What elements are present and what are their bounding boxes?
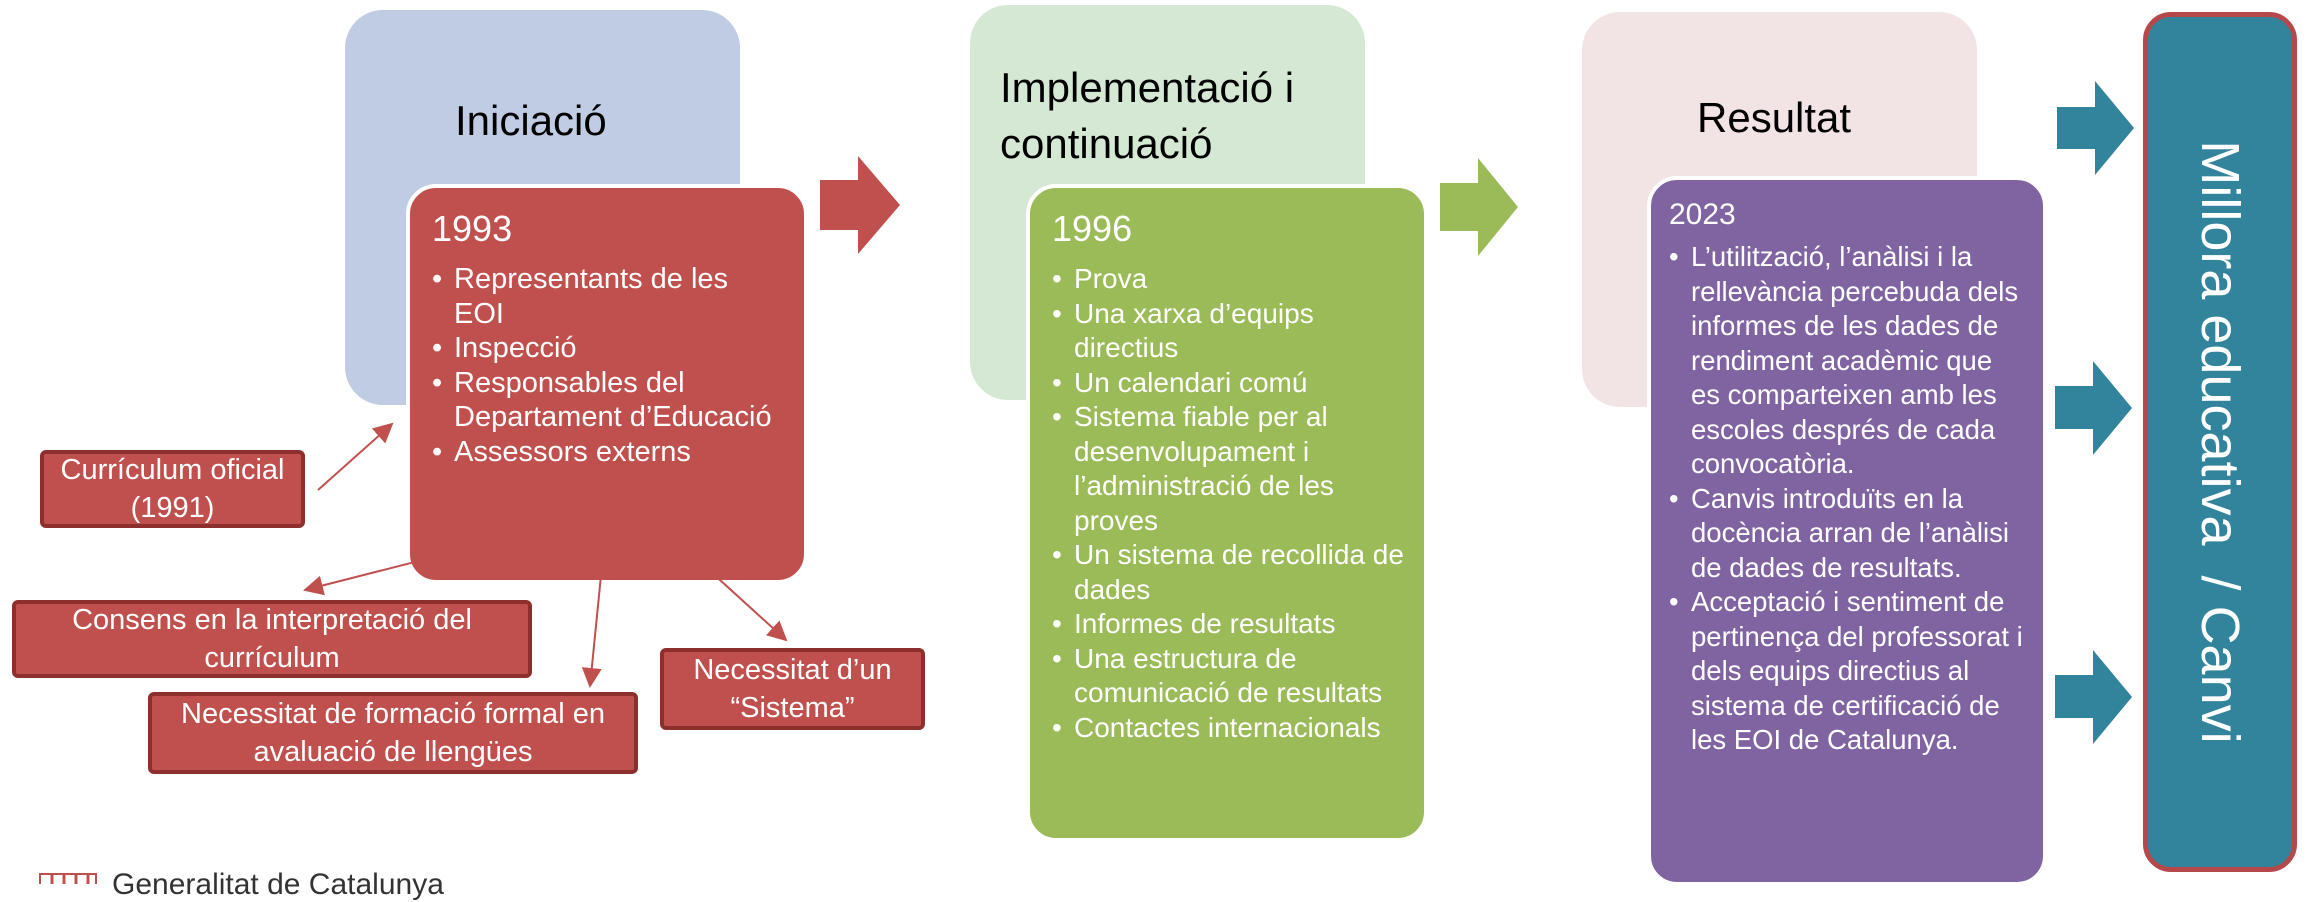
list-item: Representants de les EOI [432,262,784,331]
teal-arrow-bottom [2055,650,2132,744]
stage3-list: L’utilització, l’anàlisi i la rellevànci… [1669,240,2027,758]
teal-arrow-middle [2055,361,2132,455]
note-curriculum: Currículum oficial (1991) [40,450,305,528]
connector-sistema [664,529,788,642]
list-item: Contactes internacionals [1052,711,1404,746]
stage2-list: Prova Una xarxa d’equips directius Un ca… [1052,262,1404,745]
outcome-box: Millora educativa / Canvi [2143,12,2297,872]
stage1-year: 1993 [432,208,513,249]
list-item: Un calendari comú [1052,366,1404,401]
stage2-title: Implementació i continuació [1000,64,1295,167]
stage1-title: Iniciació [455,97,607,144]
connector-formacio [581,534,606,688]
list-item: L’utilització, l’anàlisi i la rellevànci… [1669,240,2027,482]
list-item: Canvis introduïts en la docència arran d… [1669,482,2027,586]
red-block-arrow [820,156,900,254]
stage3-year: 2023 [1669,198,1736,231]
note-formacio: Necessitat de formació formal en avaluac… [148,692,638,774]
generalitat-logo-icon [39,873,97,884]
list-item: Sistema fiable per al desenvolupament i … [1052,400,1404,538]
stage1-front-card: 1993 Representants de les EOI Inspecció … [406,184,808,584]
list-item: Prova [1052,262,1404,297]
connector-curriculum [317,422,394,491]
list-item: Informes de resultats [1052,607,1404,642]
list-item: Acceptació i sentiment de pertinença del… [1669,585,2027,758]
note-sistema: Necessitat d’un “Sistema” [660,648,925,730]
list-item: Responsables del Departament d’Educació [432,366,784,435]
stage3-front-card: 2023 L’utilització, l’anàlisi i la relle… [1647,176,2047,886]
stage1-list: Representants de les EOI Inspecció Respo… [432,262,784,469]
green-block-arrow [1440,158,1518,256]
footer-org-name: Generalitat de Catalunya [112,868,444,901]
connector-consens [303,529,541,596]
list-item: Una estructura de comunicació de resulta… [1052,642,1404,711]
list-item: Una xarxa d’equips directius [1052,297,1404,366]
stage2-year: 1996 [1052,208,1133,249]
stage3-title: Resultat [1697,94,1852,141]
note-consens: Consens en la interpretació del currícul… [12,600,532,678]
list-item: Inspecció [432,331,784,366]
stage2-front-card: 1996 Prova Una xarxa d’equips directius … [1026,184,1428,842]
list-item: Un sistema de recollida de dades [1052,538,1404,607]
teal-arrow-top [2057,81,2134,175]
list-item: Assessors externs [432,435,784,470]
